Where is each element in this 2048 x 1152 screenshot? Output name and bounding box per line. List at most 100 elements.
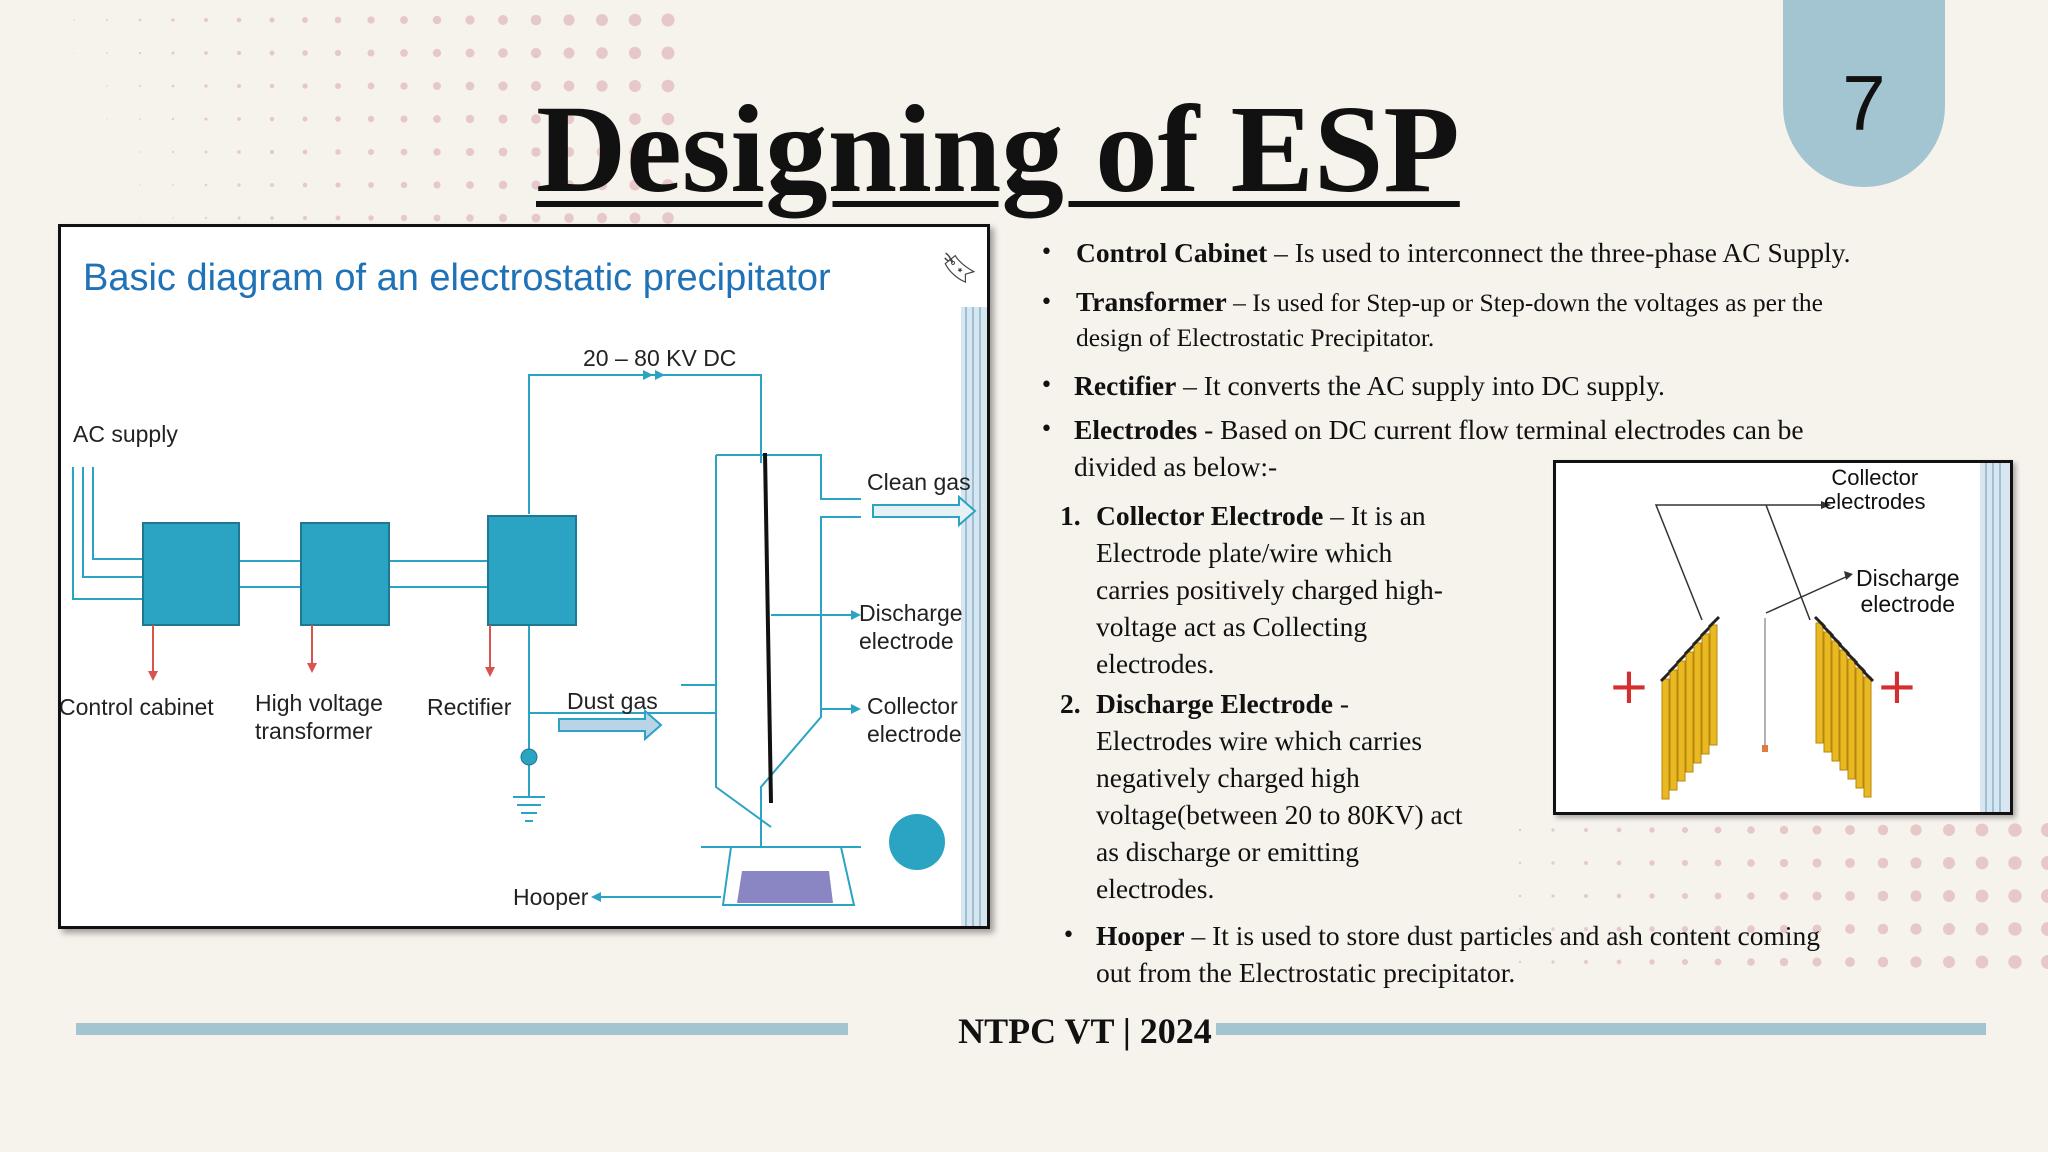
dot (1975, 856, 1989, 870)
plate-edge (1675, 651, 1689, 665)
dot (204, 117, 208, 121)
item-line: electrodes. (1096, 873, 1215, 904)
dot (172, 217, 174, 219)
dot (138, 18, 142, 22)
ac-supply-label: AC supply (73, 421, 178, 447)
dot (400, 181, 408, 189)
plate-edge (1829, 633, 1843, 647)
hv-transformer-label-2: transformer (255, 718, 373, 744)
dot (139, 118, 141, 120)
dot (563, 47, 575, 59)
dot (1812, 924, 1822, 934)
dot (1584, 927, 1588, 931)
dust-gas-label: Dust gas (567, 688, 658, 714)
dot (596, 47, 608, 59)
discharge-label-1: Discharge (859, 600, 963, 626)
dot (1714, 925, 1722, 933)
dot (498, 213, 508, 223)
dot (1649, 860, 1655, 866)
hv-transformer-label-1: High voltage (255, 690, 383, 716)
dot (138, 51, 142, 55)
collector-plate (1863, 676, 1872, 798)
dot (1877, 857, 1889, 869)
bullet-sep: - (1197, 414, 1221, 445)
dot (2041, 889, 2048, 903)
collector-plate (1677, 660, 1686, 782)
dot (661, 46, 675, 60)
dot (139, 184, 141, 186)
dot (530, 14, 542, 26)
bullet-sep: – (1176, 370, 1204, 401)
dot (2008, 922, 2022, 936)
dot-pattern-top-left (73, 13, 675, 257)
dot (1845, 957, 1855, 967)
rectifier-label: Rectifier (427, 694, 512, 720)
dot (2008, 889, 2022, 903)
dot (302, 83, 308, 89)
dot (269, 149, 275, 155)
dot (1845, 858, 1855, 868)
dot (661, 112, 675, 126)
dot (531, 114, 541, 124)
dot (302, 17, 308, 23)
dot (171, 18, 175, 22)
bullet-text-line-1: Is used for Step-up or Step-down the vol… (1252, 288, 1823, 317)
item-sep: – (1323, 500, 1351, 531)
dot (1910, 956, 1922, 968)
bullet-term: Rectifier (1074, 370, 1177, 401)
dot (1584, 960, 1588, 964)
bullet-term: Control Cabinet (1076, 237, 1268, 268)
item-sep: - (1333, 688, 1350, 719)
decorative-circle (889, 814, 945, 870)
footer-line-right (1216, 1023, 1986, 1035)
bookmark-icon[interactable]: 🔖︎ (941, 251, 980, 286)
dot (531, 180, 541, 190)
dot (171, 150, 175, 154)
dot (1747, 958, 1755, 966)
dot (530, 47, 542, 59)
dot (432, 48, 442, 58)
dot (1714, 892, 1722, 900)
dot (2008, 955, 2022, 969)
dot (106, 151, 108, 153)
dot (335, 116, 341, 122)
dot (302, 116, 308, 122)
dot (269, 83, 275, 89)
dot (433, 115, 441, 123)
dot (1649, 959, 1655, 965)
bullet-text-line-2: divided as below:- (1074, 451, 1278, 482)
dot (236, 50, 242, 56)
dot (1845, 825, 1855, 835)
dot (1616, 893, 1622, 899)
dot (237, 183, 241, 187)
dot (236, 83, 242, 89)
dot (270, 216, 274, 220)
dot (334, 49, 342, 57)
item-term: Discharge Electrode (1096, 688, 1333, 719)
dot (432, 15, 442, 25)
bullet-text-line-1: Based on DC current flow terminal electr… (1220, 414, 1804, 445)
dot (1877, 923, 1889, 935)
dot (1812, 858, 1822, 868)
dot (106, 85, 108, 87)
dot (302, 182, 308, 188)
dot (2041, 955, 2048, 969)
dot (661, 13, 675, 27)
dot (596, 80, 608, 92)
dot (1584, 861, 1588, 865)
dot (1616, 959, 1622, 965)
dot (1845, 924, 1855, 934)
dot (531, 81, 541, 91)
item-line: as discharge or emitting (1096, 836, 1359, 867)
collector-plate (1693, 642, 1702, 764)
dot (73, 52, 75, 54)
dot (302, 215, 308, 221)
dot (2008, 823, 2022, 837)
dot (1747, 826, 1755, 834)
dot (334, 16, 342, 24)
dot (531, 147, 541, 157)
plate-edge (1699, 624, 1713, 638)
dot (1681, 958, 1689, 966)
control-cabinet-box (142, 522, 240, 626)
plate-edge (1813, 615, 1827, 629)
